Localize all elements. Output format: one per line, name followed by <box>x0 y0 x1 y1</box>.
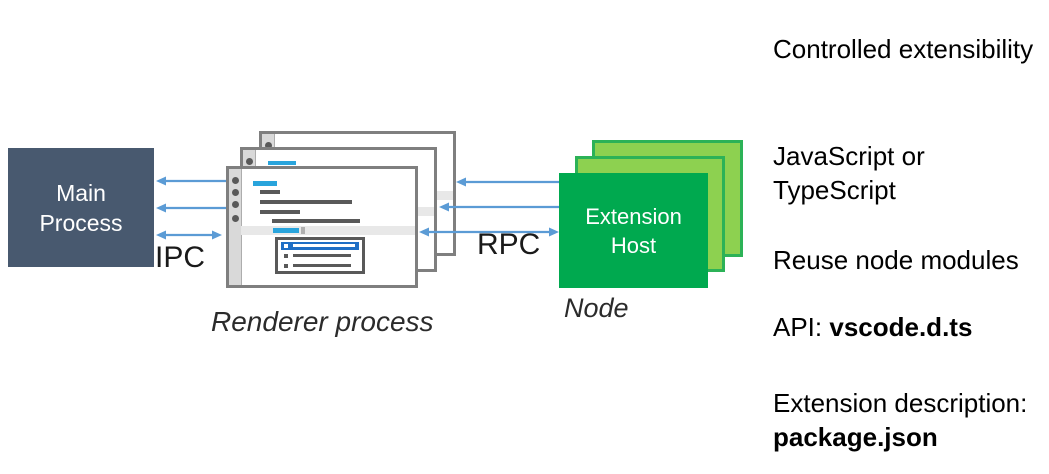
activity-dot-icon <box>232 215 239 222</box>
activity-dot-icon <box>265 142 272 149</box>
typed-text-line <box>273 228 299 233</box>
activity-dot-icon <box>246 158 253 165</box>
note-api-value: vscode.d.ts <box>829 312 973 342</box>
suggest-item <box>281 262 359 270</box>
activity-dot-icon <box>232 177 239 184</box>
renderer-process-caption: Renderer process <box>211 306 434 337</box>
ipc-label: IPC <box>155 241 206 274</box>
tab-indicator <box>268 161 296 165</box>
activity-dot-icon <box>232 189 239 196</box>
note-api: API: vscode.d.ts <box>773 310 1045 344</box>
code-line <box>260 200 352 204</box>
suggest-bullet-icon <box>284 264 288 268</box>
suggest-text-line <box>293 254 351 257</box>
suggest-item <box>281 252 359 260</box>
node-caption: Node <box>564 293 629 323</box>
ipc-arrow-2 <box>156 203 226 213</box>
rpc-arrow-2 <box>439 202 559 212</box>
note-languages: JavaScript or TypeScript <box>773 141 925 205</box>
rpc-label: RPC <box>477 228 541 261</box>
suggest-text-line <box>293 244 355 247</box>
suggest-popup <box>275 237 365 274</box>
tab-indicator <box>253 181 277 186</box>
suggest-bullet-icon <box>284 244 288 248</box>
ipc-arrow-1 <box>156 176 226 186</box>
note-controlled-extensibility: Controlled extensibility <box>773 34 1034 64</box>
extension-host-box: Extension Host <box>559 173 708 288</box>
note-api-prefix: API: <box>773 312 830 342</box>
main-process-box: Main Process <box>8 148 154 267</box>
text-cursor <box>301 227 305 234</box>
status-band <box>241 226 415 235</box>
rpc-arrow-1 <box>456 177 559 187</box>
note-reuse-node-modules: Reuse node modules <box>773 245 1019 275</box>
code-line <box>272 219 360 223</box>
note-extension-description: Extension description: package.json <box>773 386 1045 454</box>
suggest-bullet-icon <box>284 254 288 258</box>
suggest-text-line <box>293 264 351 267</box>
code-line <box>260 190 280 194</box>
suggest-item-selected <box>281 242 359 250</box>
note-desc-prefix: Extension description: <box>773 388 1028 418</box>
ipc-arrow-double <box>156 230 222 240</box>
activity-dot-icon <box>232 201 239 208</box>
note-desc-value: package.json <box>773 422 938 452</box>
renderer-window-front <box>226 166 418 288</box>
code-line <box>260 210 300 214</box>
